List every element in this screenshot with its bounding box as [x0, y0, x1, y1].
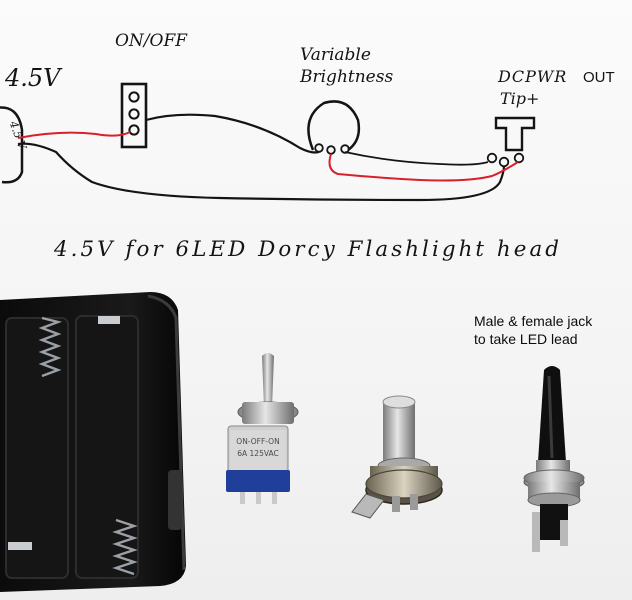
toggle-lever [262, 353, 274, 408]
toggle-switch: ON-OFF-ON 6A 125VAC [226, 353, 299, 504]
black-wire-battery-to-jack [17, 142, 506, 202]
switch-label: ON/OFF [115, 31, 188, 51]
pot-lug [351, 493, 385, 519]
pot-label-line1: Variable [300, 45, 371, 65]
jack-label-suffix: OUT [583, 69, 615, 86]
switch-base [226, 470, 290, 492]
red-wire-pot-to-jack [328, 153, 519, 182]
battery-holder [0, 292, 186, 592]
switch-sketch-terminal-1 [128, 91, 140, 103]
sketch-title: 4.5V for 6LED Dorcy Flashlight head [53, 237, 562, 261]
battery-contact-bottom [8, 542, 32, 550]
battery-contact-top [98, 316, 120, 324]
battery-spring-top [38, 316, 63, 378]
jack-barrel [538, 366, 566, 462]
jack-label-line1: DCPWR [497, 67, 567, 86]
red-wire-battery-to-switch [17, 131, 131, 139]
battery-spring-bottom [112, 518, 138, 576]
jack-sketch-lug-1 [486, 152, 498, 164]
jack-caption-line1: Male & female jack [474, 313, 593, 329]
pot-sketch-lug-2 [326, 145, 336, 155]
battery-holder-tab [168, 470, 182, 530]
jack-sketch-lug-3 [513, 152, 525, 164]
pot-label-line2: Brightness [299, 67, 393, 87]
jack-lug-2 [560, 520, 568, 546]
battery-sketch-outline [0, 106, 24, 184]
battery-label: 4.5V [4, 64, 63, 92]
jack-lug-1 [532, 512, 540, 552]
dc-jack [523, 366, 585, 552]
switch-sketch-body [120, 82, 148, 149]
pot-sketch-body [307, 100, 361, 152]
jack-label-line2: Tip+ [500, 89, 539, 108]
switch-print-line1: ON-OFF-ON [236, 437, 279, 446]
pot-shaft [383, 400, 415, 464]
black-wire-switch-to-pot [145, 113, 320, 154]
jack-caption-line2: to take LED lead [474, 331, 578, 347]
potentiometer [351, 395, 443, 519]
pot-sketch-lug-1 [314, 143, 324, 153]
switch-sketch-terminal-3 [128, 124, 140, 136]
switch-print-line2: 6A 125VAC [237, 449, 279, 458]
switch-sketch-terminal-2 [128, 108, 140, 120]
black-wire-pot-to-jack [344, 151, 489, 166]
jack-sketch-body [494, 116, 536, 152]
